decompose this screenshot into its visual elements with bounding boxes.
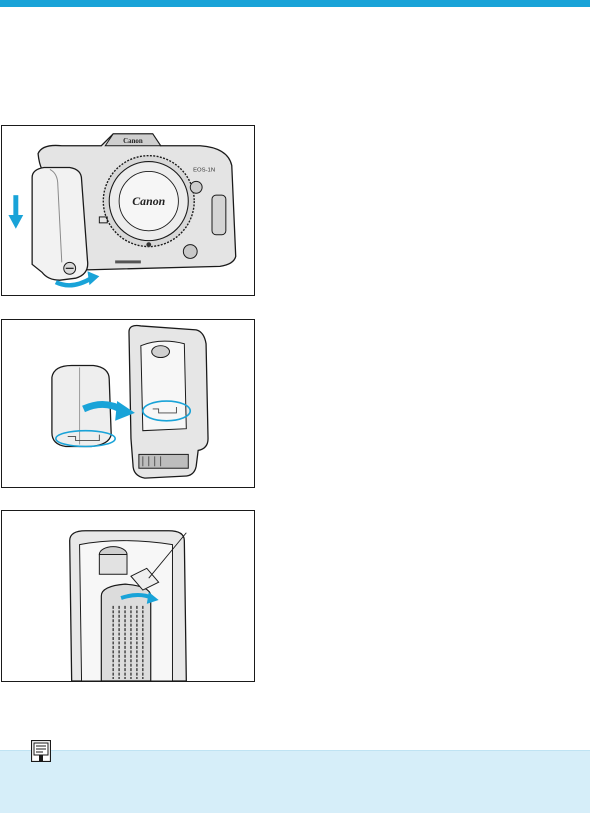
camera-top-brand: Canon [123,138,143,145]
holder-closeup-illustration [2,511,254,681]
camera-illustration: Canon EOS-1N Canon [2,126,254,295]
figure-attach-battery-pack: Canon EOS-1N Canon [1,125,255,296]
lens-mount-brand: Canon [132,194,165,208]
camera-model-imprint: EOS-1N [193,167,215,173]
note-band [0,750,590,813]
memo-icon [31,740,51,762]
arrow-down-icon [8,195,23,229]
figure-lock-battery [1,510,255,682]
top-accent-rule [0,0,590,7]
battery-holder-illustration [2,320,254,487]
figure-insert-battery [1,319,255,488]
note-band-edge [0,750,590,751]
